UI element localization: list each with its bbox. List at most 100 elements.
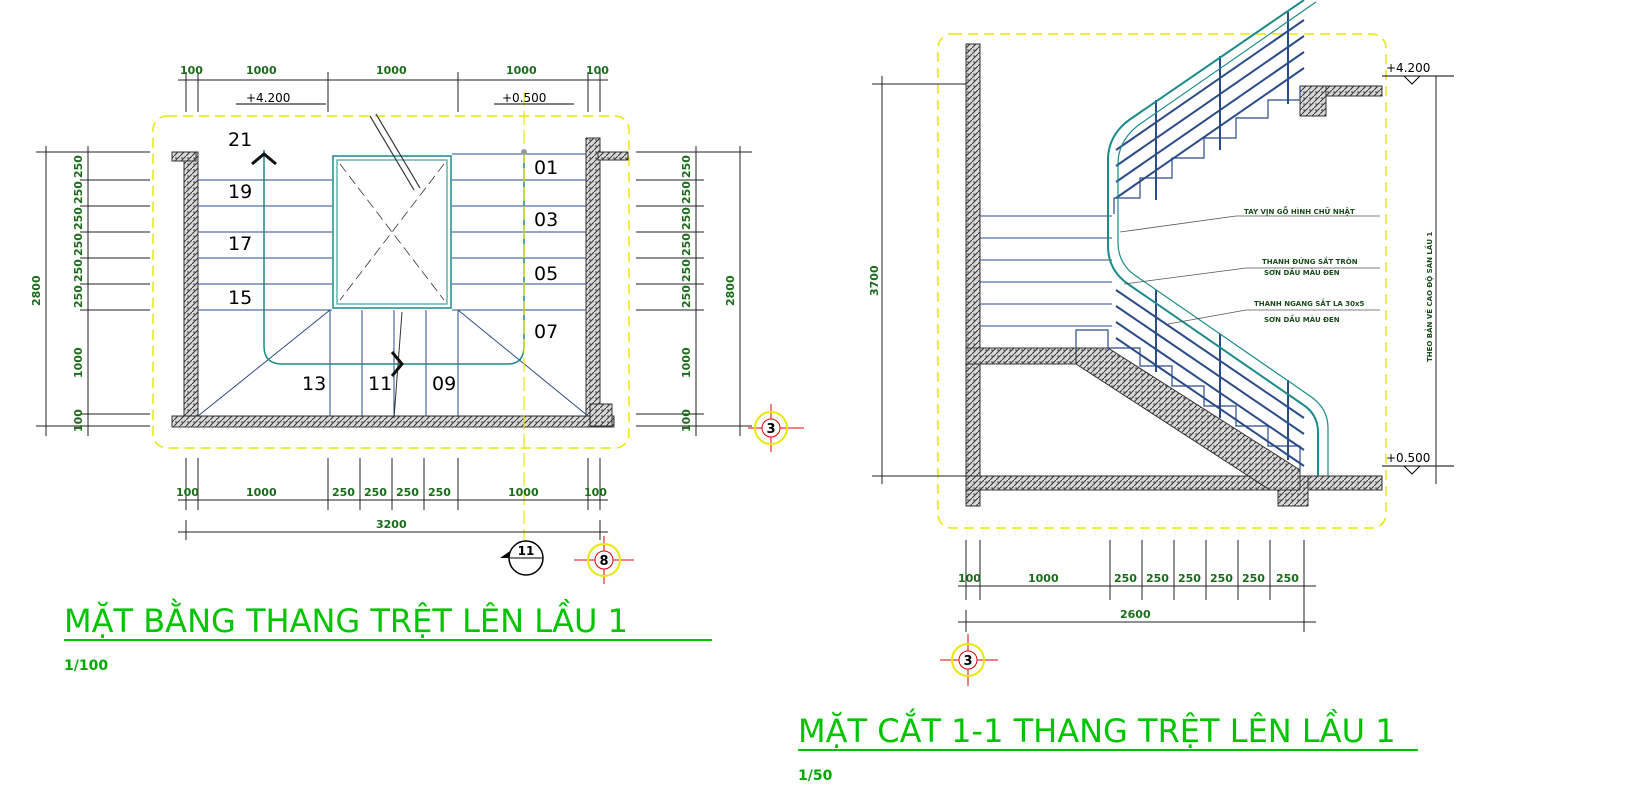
section-note-1: TAY VỊN GỖ HÌNH CHỮ NHẬT: [1244, 206, 1355, 216]
section-bottom-dimension: [958, 540, 1316, 632]
section-bottom-dim-2: 1000: [1028, 572, 1059, 585]
plan-left-total: 2800: [30, 275, 43, 306]
section-landing-slab: [965, 347, 1077, 365]
step-number-07: 07: [534, 321, 558, 343]
plan-bottom-dimension: [178, 458, 608, 540]
section-bottom-dim-4: 250: [1146, 572, 1169, 585]
grid-marker-bottom: 8: [574, 536, 634, 584]
section-note-5: SƠN DẦU MÀU ĐEN: [1264, 314, 1340, 324]
plan-bottom-dim-8: 100: [584, 486, 607, 499]
section-handrail: [1107, 0, 1319, 476]
section-left-height: 3700: [868, 265, 881, 296]
section-boundary: [937, 33, 1387, 529]
section-elev-top: +4.200: [1386, 61, 1430, 75]
arrow-up-icon: [251, 152, 277, 166]
step-number-13: 13: [302, 373, 326, 395]
section-note-4: THANH NGANG SẮT LA 30x5: [1254, 298, 1365, 308]
plan-bottom-dim-4: 250: [364, 486, 387, 499]
section-note-2: THANH ĐỨNG SẮT TRÒN: [1262, 256, 1358, 266]
step-number-11: 11: [368, 373, 392, 395]
section-top-beam: [1299, 85, 1327, 117]
plan-top-dim-1: 100: [180, 64, 203, 77]
section-grid-marker-label: 3: [963, 654, 972, 669]
section-bottom-dim-3: 250: [1114, 572, 1137, 585]
section-bottom-dim-6: 250: [1210, 572, 1233, 585]
section-bottom-dim-1: 100: [958, 572, 981, 585]
section-elev-bottom: +0.500: [1386, 451, 1430, 465]
section-landing-lines: [980, 215, 1112, 327]
plan-landing: [197, 309, 589, 417]
step-number-15: 15: [228, 287, 252, 309]
plan-top-dim-3: 1000: [376, 64, 407, 77]
plan-void-cross: [339, 163, 445, 301]
grid-marker-right: 3: [748, 404, 804, 452]
plan-left-dimension: [36, 146, 150, 436]
step-number-17: 17: [228, 233, 252, 255]
section-balusters-upper: [1115, 12, 1305, 200]
plan-right-riser-4: 250: [680, 233, 693, 256]
plan-column: [589, 403, 613, 427]
step-number-03: 03: [534, 209, 558, 231]
section-wall: [965, 43, 981, 507]
section-right-note: THEO BẢN VẼ CAO ĐỘ SÀN LẦU 1: [1424, 232, 1434, 362]
plan-right-lower: 1000: [680, 347, 693, 378]
plan-handrail: [263, 150, 525, 365]
plan-break-line: [369, 113, 421, 191]
plan-bottom-dim-1: 100: [176, 486, 199, 499]
plan-left-riser-4: 250: [72, 233, 85, 256]
section-bottom-total: 2600: [1120, 608, 1151, 621]
step-number-19: 19: [228, 181, 252, 203]
step-number-09: 09: [432, 373, 456, 395]
section-note-3: SƠN DẦU MÀU ĐEN: [1264, 267, 1340, 277]
section-bottom-dim-8: 250: [1276, 572, 1299, 585]
plan-right-riser-1: 250: [680, 155, 693, 178]
section-bottom-dim-7: 250: [1242, 572, 1265, 585]
stair-section-view: TAY VỊN GỖ HÌNH CHỮ NHẬT THANH ĐỨNG SẮT …: [798, 0, 1454, 784]
step-number-01: 01: [534, 157, 558, 179]
plan-top-dim-5: 100: [586, 64, 609, 77]
plan-left-base: 100: [72, 409, 85, 432]
section-marker-label: 11: [518, 544, 535, 558]
section-lower-flight: [1075, 347, 1301, 491]
section-leaders: [1119, 215, 1380, 325]
plan-elev-left: +4.200: [246, 91, 290, 105]
plan-steps-right: [452, 153, 586, 311]
plan-right-riser-5: 250: [680, 259, 693, 282]
plan-elev-right: +0.500: [502, 91, 546, 105]
plan-bottom-dim-2: 1000: [246, 486, 277, 499]
grid-marker-bottom-label: 8: [599, 554, 608, 569]
section-bottom-dim-5: 250: [1178, 572, 1201, 585]
plan-wall-top-right: [597, 151, 629, 161]
plan-bottom-dim-6: 250: [428, 486, 451, 499]
plan-scale: 1/100: [64, 658, 108, 674]
step-number-21: 21: [228, 129, 252, 151]
section-floor-slab: [965, 475, 1383, 491]
plan-bottom-dim-3: 250: [332, 486, 355, 499]
section-title: MẶT CẮT 1-1 THANG TRỆT LÊN LẦU 1: [798, 708, 1396, 750]
section-left-dimension: [872, 76, 966, 484]
plan-left-riser-1: 250: [72, 155, 85, 178]
plan-left-riser-2: 250: [72, 181, 85, 204]
section-grid-marker: 3: [940, 634, 998, 686]
grid-marker-right-label: 3: [766, 422, 775, 437]
plan-boundary: [152, 115, 630, 449]
plan-top-dim-2: 1000: [246, 64, 277, 77]
plan-bottom-dim-5: 250: [396, 486, 419, 499]
plan-right-total: 2800: [724, 275, 737, 306]
stair-plan-view: 21 19 17 15 13 11 09 07 05 03 01 +4.200 …: [30, 64, 804, 674]
plan-wall-left: [183, 151, 199, 419]
plan-right-riser-6: 250: [680, 285, 693, 308]
plan-stairwell: [332, 155, 452, 309]
plan-left-riser-5: 250: [72, 259, 85, 282]
step-number-05: 05: [534, 263, 558, 285]
plan-right-dimension: [636, 146, 752, 436]
plan-title: MẶT BẰNG THANG TRỆT LÊN LẦU 1: [64, 598, 628, 640]
plan-steps-left: [198, 179, 332, 311]
plan-wall-bottom: [171, 415, 615, 428]
plan-left-riser-6: 250: [72, 285, 85, 308]
plan-right-riser-2: 250: [680, 181, 693, 204]
plan-bottom-dim-7: 1000: [508, 486, 539, 499]
plan-left-riser-3: 250: [72, 207, 85, 230]
plan-right-base: 100: [680, 409, 693, 432]
